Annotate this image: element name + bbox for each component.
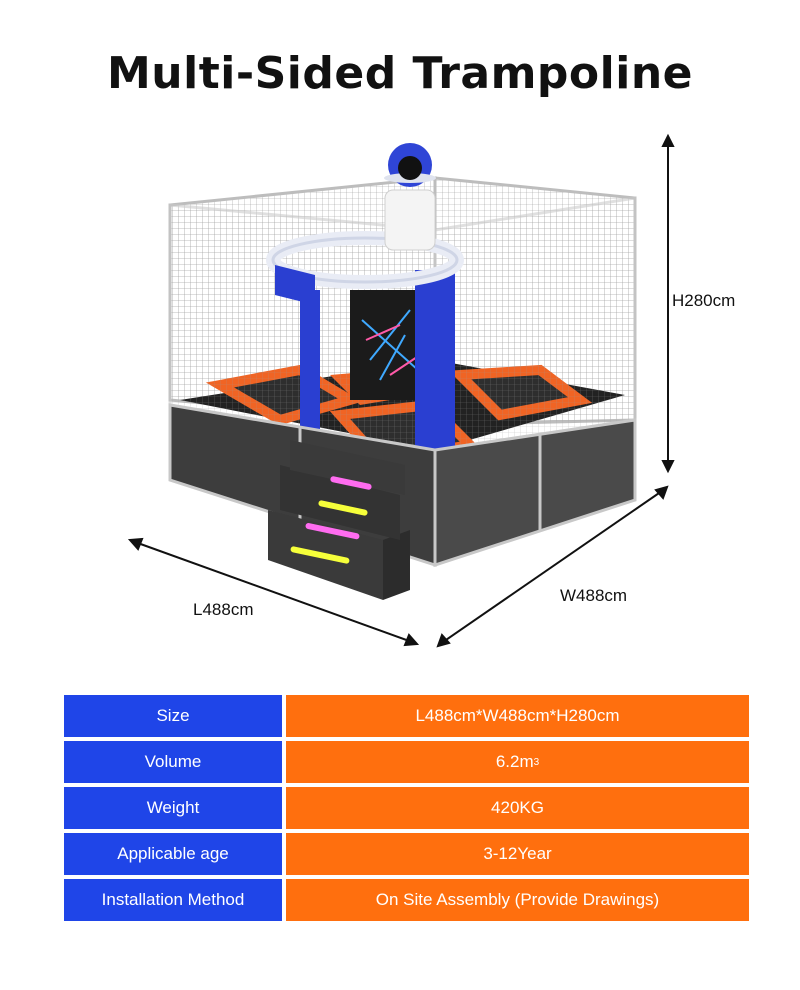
spec-label: Applicable age (64, 833, 282, 875)
width-dimension-label: W488cm (560, 586, 628, 605)
length-dimension-label: L488cm (193, 600, 254, 619)
spec-value: 3-12Year (286, 833, 749, 875)
spec-value: L488cm*W488cm*H280cm (286, 695, 749, 737)
page-title: Multi-Sided Trampoline (107, 48, 693, 99)
volume-exponent: 3 (533, 756, 540, 768)
spec-row-installation: Installation Method On Site Assembly (Pr… (64, 879, 749, 921)
spec-label: Installation Method (64, 879, 282, 921)
volume-value: 6.2m (495, 752, 534, 771)
height-dimension-label: H280cm (672, 291, 736, 310)
spec-label: Size (64, 695, 282, 737)
spec-row-weight: Weight 420KG (64, 787, 749, 829)
spec-row-size: Size L488cm*W488cm*H280cm (64, 695, 749, 737)
spec-value: On Site Assembly (Provide Drawings) (286, 879, 749, 921)
spec-label: Weight (64, 787, 282, 829)
spec-row-age: Applicable age 3-12Year (64, 833, 749, 875)
trampoline-illustration (127, 133, 675, 648)
spec-value: 420KG (286, 787, 749, 829)
spec-label: Volume (64, 741, 282, 783)
